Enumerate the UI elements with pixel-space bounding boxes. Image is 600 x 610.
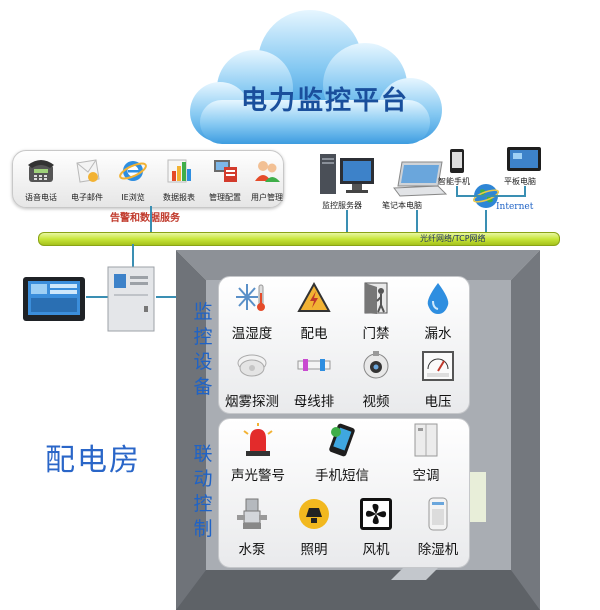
server-icon: [320, 154, 374, 194]
service-report: 数据报表: [155, 157, 203, 203]
monitor-item-label: 电压: [424, 394, 452, 410]
monitor-item: 配电: [283, 281, 345, 342]
voltmeter-icon: [422, 351, 454, 381]
monitor-item: 漏水: [407, 281, 469, 342]
linkage-item-label: 空调: [412, 468, 440, 484]
water-pump-icon: [237, 498, 267, 529]
dehumidifier-icon: [428, 497, 448, 531]
monitor-item: 温湿度: [221, 281, 283, 342]
laptop-label: 笔记本电脑: [382, 201, 422, 210]
phone-icon: [28, 160, 54, 182]
connector: [150, 206, 152, 234]
tablet-label: 平板电脑: [504, 177, 536, 186]
laptop-icon: [393, 161, 448, 197]
monitor-item: 电压: [407, 349, 469, 410]
service-config: 管理配置: [201, 157, 249, 203]
alarm-light-icon: [243, 423, 273, 456]
monitor-item-label: 视频: [362, 394, 390, 410]
services-panel: 语音电话 电子邮件 IE浏览 数据报表: [12, 150, 284, 208]
linkage-title-text: 联动控制: [193, 443, 213, 540]
monitor-title-text: 监控设备: [193, 301, 213, 398]
camera-icon: [363, 351, 389, 379]
busbar-icon: [297, 359, 331, 371]
service-ie: IE浏览: [109, 157, 157, 203]
service-label: 数据报表: [163, 193, 195, 202]
monitor-panel: 温湿度 配电 门禁 漏水 烟雾探测: [218, 276, 470, 414]
linkage-item-label: 声光警号: [231, 468, 285, 484]
monitor-item: 烟雾探测: [221, 349, 283, 410]
monitor-item-label: 烟雾探测: [225, 394, 279, 410]
connector: [132, 244, 134, 270]
monitor-item-label: 配电: [300, 326, 328, 342]
connector: [456, 186, 458, 196]
cabinet-icon: [107, 266, 155, 332]
linkage-item: 风机: [345, 497, 407, 558]
linkage-item-label: 水泵: [238, 542, 266, 558]
lighting-icon: [299, 499, 329, 529]
door-access-icon: [364, 282, 388, 314]
monitor-item-label: 门禁: [362, 326, 390, 342]
service-label: IE浏览: [121, 193, 145, 202]
ie-browser-icon: [119, 161, 147, 181]
internet-label: Internet: [496, 202, 534, 212]
linkage-item-label: 除湿机: [417, 542, 459, 558]
monitor-item-label: 温湿度: [231, 326, 273, 342]
hmi-touchscreen-icon: [23, 277, 85, 321]
fiber-network-bus: [38, 232, 560, 246]
connector: [485, 210, 487, 234]
smoke-detector-icon: [237, 354, 267, 377]
bus-label: 光纤网络/TCP网络: [420, 234, 486, 243]
linkage-title: 联动控制: [191, 442, 215, 542]
server-label: 监控服务器: [322, 201, 362, 210]
high-voltage-warning-icon: [297, 281, 331, 312]
user-management-icon: [255, 161, 280, 182]
fan-icon: [360, 498, 392, 530]
connector: [156, 296, 188, 298]
monitor-item: 门禁: [345, 281, 407, 342]
sms-phone-icon: [329, 423, 355, 457]
water-drop-icon: [427, 283, 449, 314]
linkage-item-label: 照明: [300, 542, 328, 558]
linkage-item-label: 风机: [362, 542, 390, 558]
connector: [346, 210, 348, 234]
smartphone-icon: [450, 149, 464, 173]
linkage-item-label: 手机短信: [315, 468, 369, 484]
monitor-item-label: 母线排: [293, 394, 335, 410]
snowflake-thermometer-icon: [236, 284, 265, 311]
service-phone: 语音电话: [17, 157, 65, 203]
monitor-title: 监控设备: [191, 300, 215, 400]
linkage-item: 照明: [283, 497, 345, 558]
air-conditioner-icon: [414, 423, 438, 457]
service-users: 用户管理: [247, 157, 287, 203]
email-icon: [76, 159, 100, 183]
linkage-item: 水泵: [221, 497, 283, 558]
smartphone-label: 智能手机: [438, 177, 470, 186]
service-label: 电子邮件: [71, 193, 103, 202]
linkage-panel: 声光警号 手机短信 空调 水泵 照明: [218, 418, 470, 568]
management-config-icon: [214, 160, 237, 182]
platform-title: 电力监控平台: [240, 86, 409, 116]
monitor-item: 母线排: [283, 349, 345, 410]
connector: [456, 195, 526, 197]
room-label: 配电房: [45, 443, 141, 478]
monitor-item: 视频: [345, 349, 407, 410]
linkage-item: 手机短信: [311, 423, 373, 484]
service-label: 用户管理: [251, 193, 283, 202]
connector: [524, 186, 526, 196]
connector: [416, 210, 418, 234]
service-label: 管理配置: [209, 193, 241, 202]
service-label: 语音电话: [25, 193, 57, 202]
monitor-item-label: 漏水: [424, 326, 452, 342]
data-report-icon: [167, 159, 191, 183]
linkage-item: 空调: [395, 423, 457, 484]
service-email: 电子邮件: [63, 157, 111, 203]
linkage-item: 除湿机: [407, 497, 469, 558]
connector: [86, 296, 108, 298]
linkage-item: 声光警号: [227, 423, 289, 484]
tablet-icon: [507, 147, 541, 171]
services-caption: 告警和数据服务: [110, 213, 180, 224]
cloud-graphic: [190, 10, 442, 144]
